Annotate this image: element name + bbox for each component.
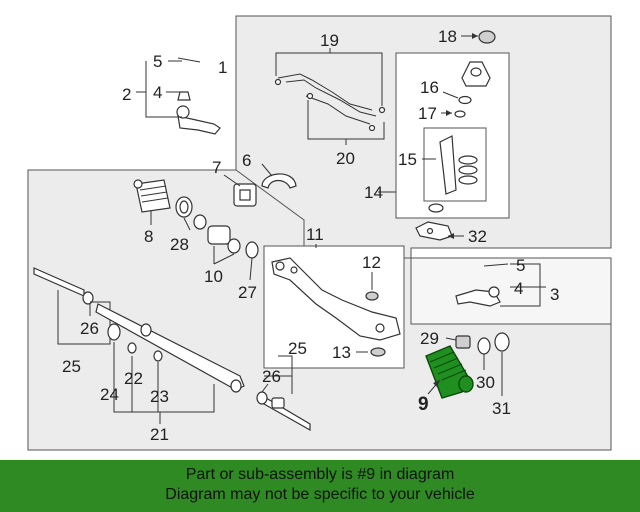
callout-27: 27 <box>238 283 257 302</box>
callout-24: 24 <box>100 385 119 404</box>
callout-32: 32 <box>468 227 487 246</box>
callout-4-left: 4 <box>153 83 162 102</box>
callout-3: 3 <box>550 285 559 304</box>
pressure-tubes-19 <box>274 73 386 132</box>
leader-16 <box>442 91 459 99</box>
callout-6: 6 <box>242 151 251 170</box>
callout-4-right: 4 <box>514 279 523 298</box>
callout-10: 10 <box>204 267 223 286</box>
ring-27 <box>245 241 259 259</box>
parts-diagram: 1 2 3 4 4 5 5 6 7 8 9 10 11 12 13 14 15 … <box>27 15 612 451</box>
leader-7 <box>223 174 241 187</box>
bushing-7 <box>233 183 257 207</box>
ring-10 <box>227 238 241 254</box>
leaders-25a <box>57 290 111 345</box>
plug-12 <box>365 291 379 301</box>
ring-24 <box>107 323 121 341</box>
callout-1: 1 <box>218 58 227 77</box>
ring-30 <box>477 337 491 355</box>
inner-tie-rod-right <box>256 391 311 432</box>
flange-32 <box>415 221 453 241</box>
boot-9-highlighted[interactable] <box>425 345 474 399</box>
callout-15: 15 <box>398 150 417 169</box>
control-valve-15 <box>439 135 478 195</box>
notice-line-disclaimer: Diagram may not be specific to your vehi… <box>165 486 475 503</box>
callout-14: 14 <box>364 183 383 202</box>
valve-housing-16 <box>461 61 491 87</box>
callout-26-right: 26 <box>262 367 281 386</box>
callout-25-left: 25 <box>62 357 81 376</box>
callout-21: 21 <box>150 425 169 444</box>
tie-rod-end-right <box>455 263 509 307</box>
leaders-21-22-23-24 <box>113 342 215 424</box>
leaders-25b <box>264 355 293 394</box>
seal-16 <box>458 95 472 105</box>
callout-2: 2 <box>122 85 131 104</box>
callout-5-right: 5 <box>516 256 525 275</box>
clip-31 <box>494 332 510 352</box>
callout-9: 9 <box>418 394 429 415</box>
rack-housing-11 <box>271 257 401 341</box>
boot-8 <box>133 179 171 213</box>
seal-14 <box>428 203 444 213</box>
panel-tie-rod-right <box>410 257 612 325</box>
leader-6 <box>261 163 273 177</box>
ring-23 <box>153 350 163 362</box>
ring-22 <box>127 342 137 354</box>
callout-7: 7 <box>212 158 221 177</box>
bushing-10 <box>207 225 231 245</box>
callout-17: 17 <box>418 104 437 123</box>
callout-26-left: 26 <box>80 319 99 338</box>
callout-31: 31 <box>492 399 511 418</box>
callout-8: 8 <box>144 227 153 246</box>
rack-bar-21 <box>95 303 245 393</box>
callout-13: 13 <box>332 343 351 362</box>
notice-line-part: Part or sub-assembly is #9 in diagram <box>185 466 455 483</box>
callout-29: 29 <box>420 329 439 348</box>
seal-17 <box>454 110 466 118</box>
ring-28b <box>193 214 207 230</box>
plug-13 <box>370 347 386 357</box>
leaders-3-4-5-right <box>500 263 546 307</box>
callout-18: 18 <box>438 27 457 46</box>
callout-16: 16 <box>420 78 439 97</box>
notice-banner: Part or sub-assembly is #9 in diagram Di… <box>0 460 640 512</box>
callout-23: 23 <box>150 387 169 406</box>
leader-26b <box>261 383 269 393</box>
nut-29 <box>455 335 471 349</box>
callout-28: 28 <box>170 235 189 254</box>
inner-tie-rod-left <box>33 267 94 305</box>
leaders-2-4-5-left <box>136 60 182 118</box>
callout-20: 20 <box>336 149 355 168</box>
leader-29 <box>445 337 457 341</box>
leaders-19-20 <box>275 48 385 145</box>
callout-22: 22 <box>124 369 143 388</box>
callout-30: 30 <box>476 373 495 392</box>
callout-5-left: 5 <box>153 52 162 71</box>
callout-19: 19 <box>320 31 339 50</box>
callout-11: 11 <box>306 225 324 244</box>
cap-18 <box>478 30 496 44</box>
callout-25-right: 25 <box>288 339 307 358</box>
tie-rod-end-left <box>176 57 221 135</box>
callout-12: 12 <box>362 253 381 272</box>
clamp-6 <box>261 173 297 189</box>
leaders-28-10-27 <box>183 217 253 281</box>
